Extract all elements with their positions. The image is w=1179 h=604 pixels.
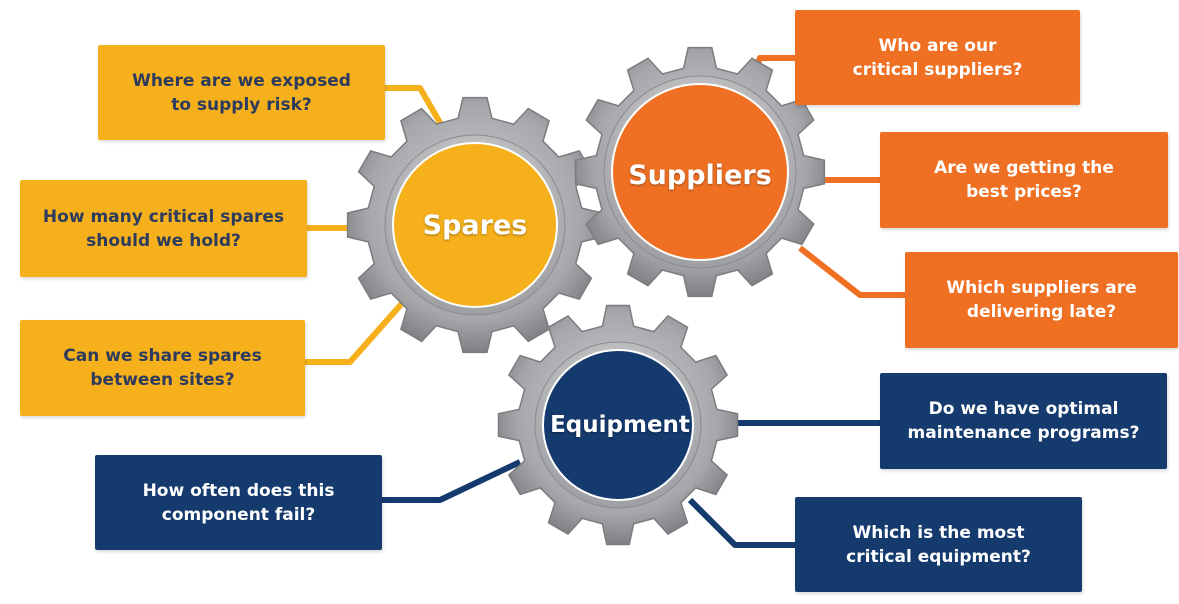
connector-suppliers-3 [798,245,905,298]
gear-label-spares: Spares [395,160,555,290]
question-text: How many critical spares should we hold? [42,206,285,251]
question-text: Which suppliers are delivering late? [946,278,1137,322]
question-text: Which is the most critical equipment? [846,522,1031,567]
question-box-maintenance-programs: Do we have optimal maintenance programs? [880,373,1167,469]
connector-lines [305,55,905,548]
question-box-critical-spares: How many critical spares should we hold? [20,180,307,277]
question-text: Are we getting the best prices? [934,158,1114,202]
connector-equipment-3 [687,497,795,548]
question-box-delivering-late: Which suppliers are delivering late? [905,252,1178,348]
question-box-critical-equipment: Which is the most critical equipment? [795,497,1082,592]
question-text: Do we have optimal maintenance programs? [907,399,1140,443]
question-box-supply-risk: Where are we exposed to supply risk? [98,45,385,140]
gear-hub-suppliers [611,83,789,261]
question-text: Who are our critical suppliers? [852,35,1023,80]
gear-hub-equipment [542,349,694,501]
question-box-share-spares: Can we share spares between sites? [20,320,305,416]
question-box-component-fail: How often does this component fail? [95,455,382,550]
question-box-best-prices: Are we getting the best prices? [880,132,1168,228]
gear-spares [346,96,604,354]
question-text: Where are we exposed to supply risk? [132,70,351,115]
connector-equipment-2 [382,459,522,503]
gears-layer [346,46,826,546]
gear-equipment [497,304,739,546]
gear-label-text: Spares [422,209,528,241]
gear-label-equipment: Equipment [530,360,710,490]
gear-hub-spares [392,142,558,308]
gear-label-text: Equipment [550,412,690,438]
gear-label-suppliers: Suppliers [605,110,795,240]
gear-label-text: Suppliers [628,159,772,191]
question-text: Can we share spares between sites? [63,346,262,390]
gear-suppliers [574,46,826,298]
connector-spares-3 [305,298,408,365]
question-box-critical-suppliers: Who are our critical suppliers? [795,10,1080,105]
question-text: How often does this component fail? [142,480,335,525]
